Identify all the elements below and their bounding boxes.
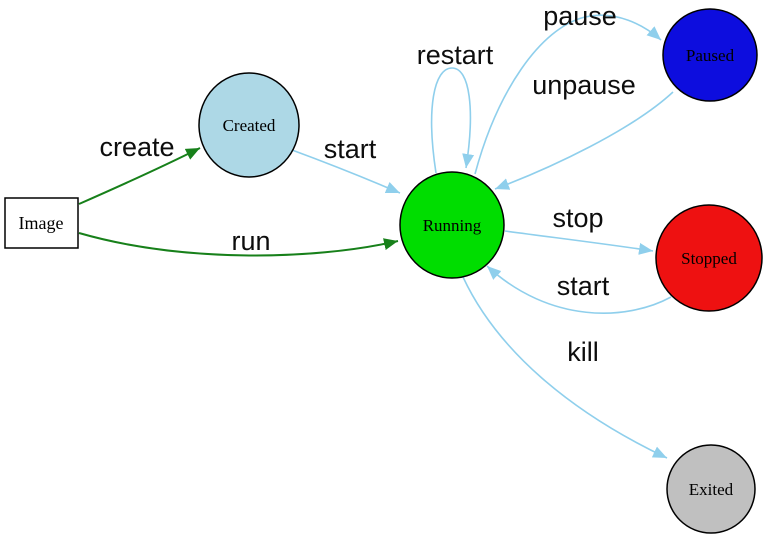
- edge-label-restart: restart: [417, 40, 494, 70]
- running-node-label: Running: [423, 216, 482, 235]
- node-image: Image: [4, 197, 79, 249]
- node-exited: Exited: [666, 444, 756, 534]
- image-node-box: [4, 197, 79, 249]
- stopped-node-label: Stopped: [681, 249, 737, 268]
- edge-label-stop: stop: [552, 203, 603, 233]
- edge-stop: [504, 230, 654, 255]
- running-node-circle: [399, 171, 505, 279]
- edge-unpause: [494, 91, 674, 190]
- node-paused: Paused: [662, 8, 758, 102]
- paused-node-circle: [662, 8, 758, 102]
- image-node-label: Image: [19, 213, 64, 233]
- exited-node-circle: [666, 444, 756, 534]
- created-node-label: Created: [223, 116, 276, 135]
- edge-label-run: run: [231, 226, 270, 256]
- edge-label-create: create: [99, 132, 174, 162]
- edge-label-unpause: unpause: [532, 70, 636, 100]
- edge-start-created-running: [291, 149, 401, 194]
- edge-start-stopped-running: [486, 265, 672, 314]
- created-node-circle: [198, 72, 300, 178]
- edge-create: [78, 147, 201, 205]
- edge-label-pause: pause: [543, 1, 617, 31]
- edge-run: [78, 232, 399, 257]
- node-stopped: Stopped: [655, 204, 763, 312]
- edge-label-start-created: start: [324, 134, 377, 164]
- node-running: Running: [399, 171, 505, 279]
- edge-label-start-stopped: start: [557, 271, 610, 301]
- paused-node-label: Paused: [686, 46, 735, 65]
- edge-kill: [462, 276, 668, 459]
- edge-label-kill: kill: [567, 337, 599, 367]
- edge-restart-self-loop: [430, 67, 475, 174]
- stopped-node-circle: [655, 204, 763, 312]
- node-created: Created: [198, 72, 300, 178]
- exited-node-label: Exited: [689, 480, 734, 499]
- edge-pause: [474, 14, 662, 175]
